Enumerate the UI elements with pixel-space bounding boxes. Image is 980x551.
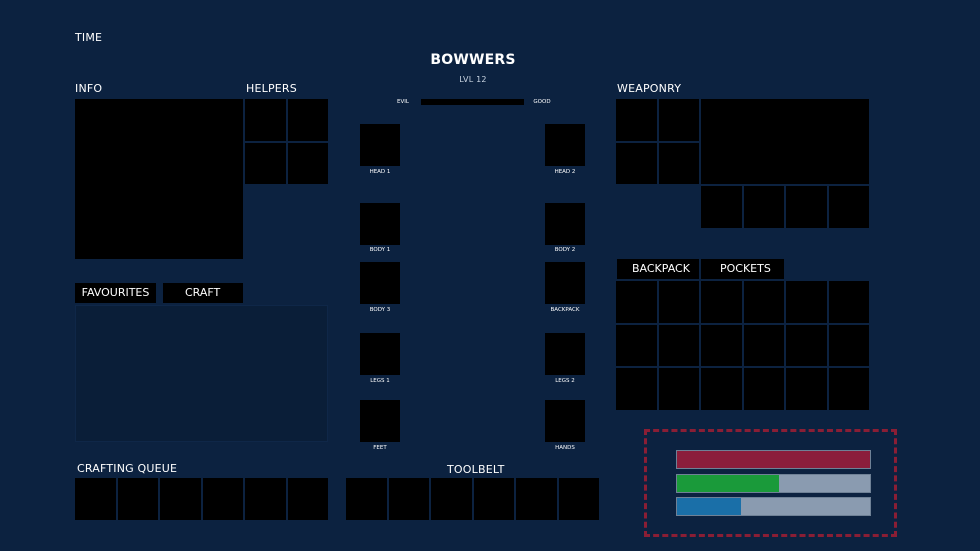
equip-label-head-1: HEAD 1: [369, 169, 391, 175]
equip-label-feet: FEET: [373, 445, 387, 451]
equip-label-legs-2: LEGS 2: [555, 378, 575, 384]
equip-slot-feet[interactable]: [360, 400, 400, 442]
toolbelt-slot[interactable]: [473, 478, 514, 520]
equip-slot-hands[interactable]: [545, 400, 585, 442]
inventory-slot[interactable]: [701, 324, 742, 367]
equip-label-head-2: HEAD 2: [554, 169, 576, 175]
inventory-slot[interactable]: [743, 281, 784, 323]
equip-slot-body-2[interactable]: [545, 203, 585, 245]
equip-label-body-2: BODY 2: [554, 247, 576, 253]
weapon-attachment-slot[interactable]: [786, 186, 827, 228]
toolbelt-grid: [346, 478, 599, 520]
crafting-list-panel: [75, 305, 328, 442]
stamina-bar-fill: [677, 475, 780, 492]
health-bar: [676, 450, 871, 469]
inventory-slot[interactable]: [701, 281, 742, 323]
inventory-slot[interactable]: [828, 368, 869, 410]
tab-favourites[interactable]: FAVOURITES: [75, 283, 156, 303]
equip-slot-legs-2[interactable]: [545, 333, 585, 375]
crafting-queue-slot[interactable]: [287, 478, 328, 520]
crafting-queue-grid: [75, 478, 328, 520]
crafting-queue-slot[interactable]: [117, 478, 158, 520]
equip-label-body-3: BODY 3: [369, 307, 391, 313]
equip-slot-body-3[interactable]: [360, 262, 400, 304]
helpers-grid: [245, 99, 328, 184]
equip-label-body-1: BODY 1: [369, 247, 391, 253]
health-bar-fill: [677, 451, 870, 468]
helper-slot[interactable]: [287, 142, 328, 184]
equip-slot-head-1[interactable]: [360, 124, 400, 166]
inventory-slot[interactable]: [658, 281, 699, 323]
crafting-queue-slot[interactable]: [160, 478, 201, 520]
inventory-slot[interactable]: [616, 281, 657, 323]
tab-pockets[interactable]: POCKETS: [701, 259, 784, 279]
time-label: TIME: [75, 31, 103, 44]
inventory-slot[interactable]: [743, 324, 784, 367]
weapon-attachment-grid: [701, 186, 869, 228]
inventory-slot[interactable]: [828, 324, 869, 367]
equip-label-backpack: BACKPACK: [550, 307, 580, 313]
crafting-queue-label: CRAFTING QUEUE: [77, 462, 178, 475]
alignment-evil-label: EVIL: [397, 99, 409, 105]
toolbelt-slot[interactable]: [558, 478, 599, 520]
tab-backpack[interactable]: BACKPACK: [617, 259, 699, 279]
toolbelt-slot[interactable]: [431, 478, 472, 520]
helper-slot[interactable]: [245, 142, 286, 184]
weaponry-label: WEAPONRY: [617, 82, 682, 95]
equip-slot-backpack[interactable]: [545, 262, 585, 304]
inventory-slot[interactable]: [828, 281, 869, 323]
equip-label-legs-1: LEGS 1: [370, 378, 390, 384]
level-label: LVL 12: [459, 75, 487, 84]
weapon-slot[interactable]: [658, 142, 699, 184]
toolbelt-slot[interactable]: [516, 478, 557, 520]
water-bar: [676, 497, 871, 516]
inventory-slot[interactable]: [786, 324, 827, 367]
weapon-attachment-slot[interactable]: [828, 186, 869, 228]
stats-highlight-box: [644, 429, 897, 537]
inventory-slot[interactable]: [658, 324, 699, 367]
inventory-slot[interactable]: [786, 281, 827, 323]
inventory-slot[interactable]: [616, 324, 657, 367]
alignment-bar: [421, 99, 524, 105]
crafting-queue-slot[interactable]: [75, 478, 116, 520]
helper-slot[interactable]: [287, 99, 328, 141]
weapon-slot[interactable]: [616, 142, 657, 184]
weapon-preview-panel: [701, 99, 869, 184]
info-label: INFO: [75, 82, 103, 95]
weapon-slot[interactable]: [616, 99, 657, 141]
helper-slot[interactable]: [245, 99, 286, 141]
crafting-queue-slot[interactable]: [245, 478, 286, 520]
equip-slot-legs-1[interactable]: [360, 333, 400, 375]
weapon-slots-grid: [616, 99, 699, 184]
stamina-bar: [676, 474, 871, 493]
weapon-attachment-slot[interactable]: [701, 186, 742, 228]
inventory-slot[interactable]: [658, 368, 699, 410]
inventory-slot[interactable]: [701, 368, 742, 410]
tab-craft[interactable]: CRAFT: [163, 283, 243, 303]
inventory-grid: [616, 281, 869, 410]
weapon-attachment-slot[interactable]: [743, 186, 784, 228]
inventory-slot[interactable]: [743, 368, 784, 410]
character-name: BOWWERS: [430, 52, 516, 68]
crafting-queue-slot[interactable]: [202, 478, 243, 520]
weapon-slot[interactable]: [658, 99, 699, 141]
toolbelt-label: TOOLBELT: [447, 463, 505, 476]
toolbelt-slot[interactable]: [388, 478, 429, 520]
info-panel: [75, 99, 243, 259]
equip-label-hands: HANDS: [555, 445, 575, 451]
inventory-slot[interactable]: [616, 368, 657, 410]
equip-slot-head-2[interactable]: [545, 124, 585, 166]
toolbelt-slot[interactable]: [346, 478, 387, 520]
inventory-slot[interactable]: [786, 368, 827, 410]
water-bar-fill: [677, 498, 741, 515]
alignment-good-label: GOOD: [533, 99, 551, 105]
helpers-label: HELPERS: [246, 82, 297, 95]
equip-slot-body-1[interactable]: [360, 203, 400, 245]
